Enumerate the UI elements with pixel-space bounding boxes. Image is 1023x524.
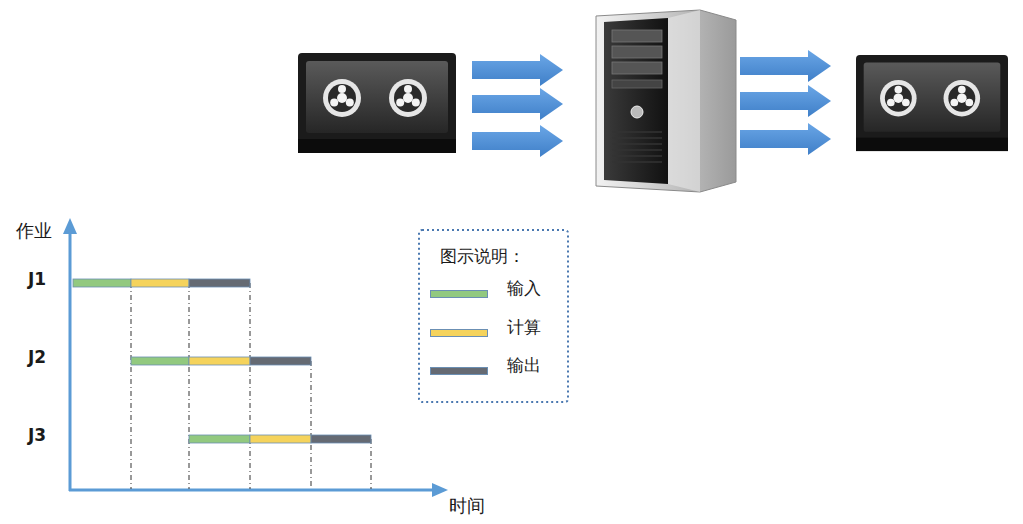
job-label: J1	[28, 269, 46, 289]
legend-frame	[419, 230, 568, 402]
tape-drive	[856, 55, 1008, 151]
axis-title: 时间	[449, 495, 485, 517]
gantt-bar	[250, 357, 311, 365]
legend-swatch	[430, 329, 488, 337]
axis-arrowhead	[432, 483, 448, 497]
gantt-bars	[73, 279, 371, 443]
gantt-bar	[131, 279, 189, 287]
gantt-bar	[250, 435, 311, 443]
job-label: J2	[28, 347, 46, 367]
gantt-bar	[189, 357, 250, 365]
legend-swatch	[430, 290, 488, 298]
chart-axes	[69, 232, 436, 491]
gantt-bar	[311, 435, 371, 443]
gantt-bar	[131, 357, 189, 365]
time-guide	[131, 283, 371, 489]
legend-text: 输入	[507, 278, 541, 298]
axis-title: 作业	[16, 220, 52, 242]
job-label: J3	[28, 425, 46, 445]
axis-arrowhead	[63, 218, 77, 234]
legend-heading: 图示说明：	[440, 246, 525, 266]
gantt-bar	[189, 279, 250, 287]
tape-drive	[298, 53, 456, 153]
legend-text: 输出	[507, 355, 541, 375]
legend-text: 计算	[507, 317, 541, 337]
legend-swatch	[430, 367, 488, 375]
gantt-bar	[73, 279, 131, 287]
computer-tower	[596, 10, 736, 192]
gantt-bar	[189, 435, 250, 443]
